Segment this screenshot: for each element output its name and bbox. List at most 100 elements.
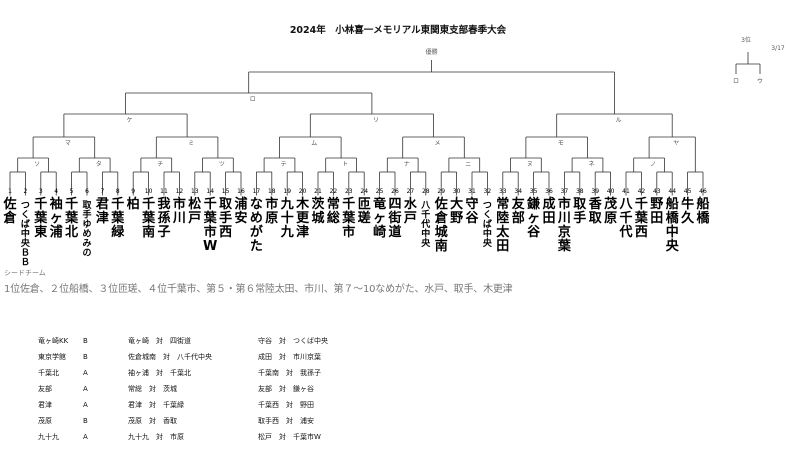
team-name-char: 常 [496,196,509,212]
team-name-char: 野 [650,197,663,212]
team-name: 千葉市W [203,196,218,254]
team-number: 1 [8,188,12,195]
team-number: 10 [145,188,153,195]
team-number: 46 [699,188,707,195]
team-name-char: 友 [512,196,525,212]
team-name-char: の [82,248,91,259]
team-number: 8 [116,188,120,195]
team-name-char: 原 [265,211,278,226]
team-name-char: 中 [666,224,679,240]
team-name: 茂原 [604,196,617,226]
team-number: 27 [407,188,415,195]
team-name-char: 水 [404,196,418,212]
team-name-char: 大 [450,196,463,212]
team-number: 2 [23,188,27,195]
team-number: 7 [100,188,104,195]
team-name-char: 浦 [234,196,247,212]
team-name-char: 央 [421,237,431,249]
team-name-char: 中 [483,228,492,240]
team-name-char: 津 [96,210,109,226]
team-number: 41 [622,188,630,195]
team-name-char: め [82,229,91,240]
round-label: チ [157,161,163,168]
team-name: 香取 [588,196,603,226]
team-name-char: 葉 [557,238,572,254]
team-name-char: 崎 [373,224,386,240]
team-number: 25 [376,188,384,195]
team-number: 42 [638,188,646,195]
team-name: 佐倉 [2,196,17,226]
team-name-char: た [250,239,263,254]
team-name: 友部 [512,196,525,226]
team-name: 九十九 [280,197,294,240]
team-name-char: め [250,211,263,226]
team-name-char: ヶ [50,211,63,226]
team-name: 君津 [96,197,109,226]
round-label: ツ [219,161,225,168]
round-label: ル [615,117,621,124]
team-number: 43 [653,188,661,195]
team-number: 37 [561,188,569,195]
team-name-char: 松 [188,196,201,212]
team-label: 東京学館 [38,353,66,361]
team-number: 30 [453,188,461,195]
grade-label: A [83,385,88,393]
team-name-char: 西 [219,225,232,240]
team-name: 市川京葉 [557,196,572,254]
team-name-char: 四 [388,197,401,212]
team-name-char: 船 [666,196,679,212]
team-name-char: Ｂ [21,248,30,259]
round-label: ケ [126,117,132,124]
team-number: 26 [391,188,399,195]
team-name: 柏 [127,196,140,212]
team-number: 28 [422,188,430,195]
team-name-char: 我 [157,196,170,212]
team-name-char: 谷 [527,224,541,240]
team-name-char: 葉 [203,210,218,226]
team-name-char: み [82,238,91,249]
team-name: なめがた [250,197,263,254]
third-place-slot: ロ [733,78,739,85]
team-name-char: 部 [512,210,525,226]
team-name-char: 子 [157,225,170,240]
match-b: 友部 対 鎌ヶ谷 [258,385,314,393]
round-label: ヌ [527,161,533,168]
team-name-char: 千 [142,196,155,212]
team-name-char: W [203,239,217,254]
team-name-char: 央 [483,237,493,249]
team-number: 29 [437,188,445,195]
team-name: 鎌ヶ谷 [526,196,541,240]
team-name-char: 十 [281,210,294,226]
round-label: ニ [465,161,471,168]
round-label: タ [96,160,102,168]
team-number: 38 [576,188,584,195]
team-name-char: 市 [558,196,571,212]
team-name-char: 久 [681,210,695,226]
team-name: 常陸太田 [495,196,510,254]
team-label: 茂原 [38,417,52,425]
team-name-char: 竜 [373,196,386,212]
tournament-bracket: ソタチツテトナニヌネノマミムメモヤケリルロ優勝3位3/17ロウ 1佐倉2つくば中… [2,36,784,268]
team-name-char: 中 [21,228,30,240]
team-name: 四街道 [387,197,401,240]
team-name-char: 市 [265,196,278,212]
team-name-char: 佐 [434,196,448,212]
team-name-char: 田 [542,211,555,226]
team-name-char: 市 [173,196,186,212]
team-name: 匝瑳 [358,197,371,226]
team-name-char: 千 [635,196,648,212]
round-label: ナ [404,161,410,168]
team-name-char: 佐 [2,196,16,212]
match-a: 竜ヶ崎 対 四街道 [128,337,191,345]
team-name: 竜ヶ崎 [373,196,386,240]
team-name-char: 城 [311,210,324,226]
team-name-char: 千 [204,196,217,212]
team-name-char: Ｂ [21,257,30,268]
team-name-char: 手 [219,210,232,226]
team-number: 22 [330,188,338,195]
team-name-char: 南 [435,238,448,254]
team-name: 八千代中央 [420,200,431,249]
team-name-char: 葉 [634,210,649,226]
team-number: 16 [237,188,245,195]
team-number: 6 [85,188,89,195]
